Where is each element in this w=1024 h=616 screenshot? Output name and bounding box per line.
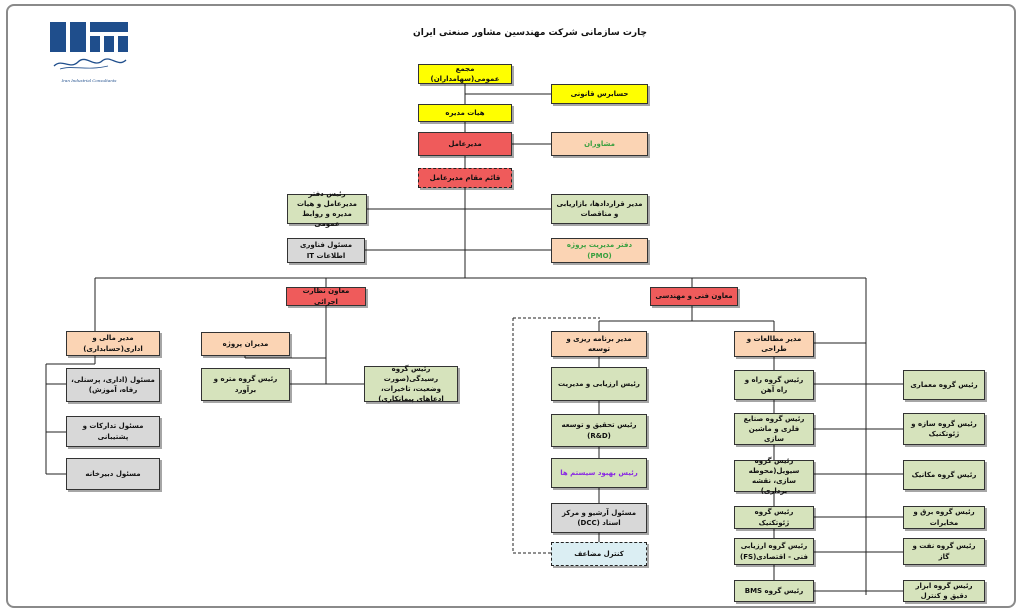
node-metal-industries-head[interactable]: رئیس گروه صنایع فلزی و ماشین سازی bbox=[734, 413, 814, 445]
node-deputy-supervision[interactable]: معاون نظارت اجرائی bbox=[286, 287, 366, 306]
node-claims-head[interactable]: رئیس گروه رسیدگی(صورت وضعیت، تاخیرات، اد… bbox=[364, 365, 458, 403]
node-feasibility-head[interactable]: رئیس گروه ارزیابی فنی - اقتصادی(FS) bbox=[734, 538, 814, 565]
node-secretariat-officer[interactable]: مسئول دبیرخانه bbox=[66, 458, 160, 490]
node-architecture-head[interactable]: رئیس گروه معماری bbox=[903, 370, 985, 400]
node-procurement-officer[interactable]: مسئول تدارکات و پشتیبانی bbox=[66, 416, 160, 447]
node-ceo-office[interactable]: رئیس دفتر مدیرعامل و هیات مدیره و روابط … bbox=[287, 190, 367, 228]
node-admin-officer[interactable]: مسئول (اداری، پرسنلی، رفاه، آموزش) bbox=[66, 368, 160, 402]
node-structure-head[interactable]: رئیس گروه سازه و ژئوتکنیک bbox=[903, 413, 985, 445]
node-evaluation-head[interactable]: رئیس ارزیابی و مدیریت bbox=[551, 367, 647, 401]
node-systems-head[interactable]: رئیس بهبود سیستم ها bbox=[551, 458, 647, 488]
node-pmo[interactable]: دفتر مدیریت پروژه (PMO) bbox=[551, 238, 648, 263]
company-logo bbox=[50, 22, 128, 52]
node-road-rail-head[interactable]: رئیس گروه راه و راه آهن bbox=[734, 370, 814, 400]
node-rnd-head[interactable]: رئیس تحقیق و توسعه (R&D) bbox=[551, 414, 647, 447]
node-bms-head[interactable]: رئیس گروه BMS bbox=[734, 580, 814, 602]
node-dcc-officer[interactable]: مسئول آرشیو و مرکز اسناد (DCC) bbox=[551, 503, 647, 533]
chart-title: چارت سازمانی شرکت مهندسین مشاور صنعتی ای… bbox=[413, 28, 647, 38]
node-oil-gas-head[interactable]: رئیس گروه نفت و گاز bbox=[903, 538, 985, 565]
node-studies-manager[interactable]: مدیر مطالعات و طراحی bbox=[734, 331, 814, 357]
node-advisors[interactable]: مشاوران bbox=[551, 132, 648, 156]
node-electrical-head[interactable]: رئیس گروه برق و مخابرات bbox=[903, 506, 985, 529]
node-finance-manager[interactable]: مدیر مالی و اداری(حسابداری) bbox=[66, 331, 160, 356]
node-civil-head[interactable]: رئیس گروه سیویل(محوطه سازی، نقشه برداری) bbox=[734, 457, 814, 495]
node-it-officer[interactable]: مسئول فناوری اطلاعات IT bbox=[287, 238, 365, 263]
node-metering-head[interactable]: رئیس گروه متره و برآورد bbox=[201, 368, 290, 401]
logo-signature-mark bbox=[53, 58, 127, 70]
node-mechanical-head[interactable]: رئیس گروه مکانیک bbox=[903, 460, 985, 490]
node-deputy-ceo[interactable]: قائم مقام مدیرعامل bbox=[418, 168, 512, 188]
node-deputy-technical[interactable]: معاون فنی و مهندسی bbox=[650, 287, 738, 306]
node-geotech-head[interactable]: رئیس گروه ژئوتکنیک bbox=[734, 506, 814, 529]
node-planning-manager[interactable]: مدیر برنامه ریزی و توسعه bbox=[551, 331, 647, 357]
node-contracts-manager[interactable]: مدیر قراردادها، بازاریابی و مناقصات bbox=[551, 194, 648, 224]
node-general-assembly[interactable]: مجمع عمومی(سهامداران) bbox=[418, 64, 512, 84]
page-frame bbox=[6, 4, 1016, 608]
logo-caption: Iran Industrial Consultants bbox=[61, 78, 117, 83]
node-project-managers[interactable]: مدیران پروژه bbox=[201, 332, 290, 356]
node-ceo[interactable]: مدیرعامل bbox=[418, 132, 512, 156]
node-legal-auditor[interactable]: حسابرس قانونی bbox=[551, 84, 648, 104]
node-double-control[interactable]: کنترل مضاعف bbox=[551, 542, 647, 566]
node-board[interactable]: هیات مدیره bbox=[418, 104, 512, 122]
node-instrument-head[interactable]: رئیس گروه ابزار دقیق و کنترل bbox=[903, 580, 985, 602]
